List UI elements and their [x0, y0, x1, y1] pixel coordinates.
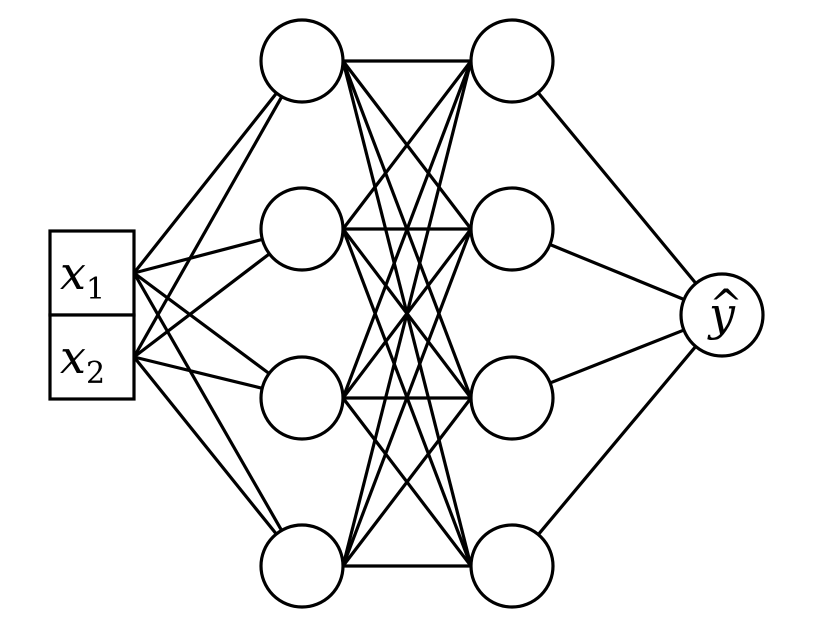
edge-input2-h1-3: [133, 355, 263, 390]
edge-input2-h1-2: [133, 252, 271, 359]
input-label-x2: x2: [60, 330, 105, 391]
input-var-x1: x: [60, 246, 86, 300]
output-label-hat: ^: [709, 282, 743, 328]
input-var-x2: x: [60, 330, 86, 384]
edge-h2-4-output: [537, 345, 697, 536]
input-box-x2: [48, 313, 136, 401]
edge-h1-4-h2-2: [341, 228, 473, 567]
edge-h1-2-h2-1: [341, 60, 473, 230]
output-node: [679, 272, 765, 358]
hidden-node-l2-1: [469, 18, 555, 104]
edge-h1-4-h2-3: [341, 397, 473, 567]
edge-input2-h1-1: [132, 95, 284, 358]
output-label-y: y: [707, 287, 736, 341]
hidden-node-l2-2: [469, 186, 555, 272]
edge-input1-h1-1: [132, 92, 278, 274]
edge-h2-3-output: [549, 328, 685, 385]
hidden-node-l1-4: [259, 523, 345, 609]
hidden-node-l2-4: [469, 523, 555, 609]
edge-input1-h1-3: [133, 271, 271, 375]
edge-input1-h1-4: [132, 272, 283, 532]
input-box-x1: [48, 229, 136, 317]
edge-input2-h1-4: [132, 355, 278, 536]
input-sub-x1: 1: [86, 272, 105, 307]
edge-h2-2-output: [549, 243, 685, 301]
edge-h2-1-output: [536, 91, 698, 285]
hidden-layer-nodes: [259, 18, 555, 609]
hidden-node-l1-3: [259, 355, 345, 441]
edge-h1-4-h2-1: [341, 60, 473, 567]
hidden-node-l1-1: [259, 18, 345, 104]
network-edges: [132, 59, 698, 568]
edge-h1-3-h2-1: [341, 60, 473, 399]
hidden-node-l1-2: [259, 186, 345, 272]
edge-input1-h1-2: [133, 237, 263, 275]
hidden-node-l2-3: [469, 355, 555, 441]
input-sub-x2: 2: [86, 356, 105, 391]
input-label-x1: x1: [60, 246, 105, 307]
